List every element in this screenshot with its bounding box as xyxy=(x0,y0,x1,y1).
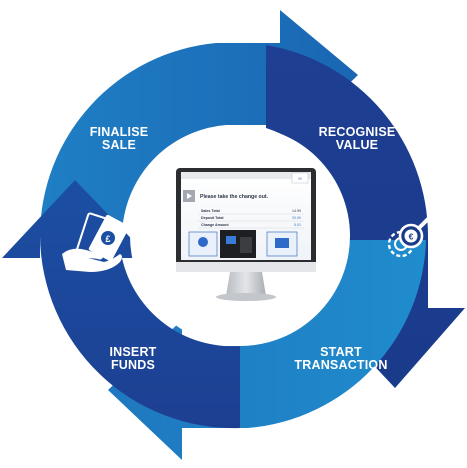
recognise-value-arrow xyxy=(266,45,465,388)
start-label-line2: TRANSACTION xyxy=(294,358,388,372)
screen-row-value: 20.00 xyxy=(292,216,301,220)
svg-text:∞: ∞ xyxy=(298,176,302,182)
finalise-sale-label: FINALISE SALE xyxy=(84,126,154,152)
finalise-label-line2: SALE xyxy=(101,138,137,152)
start-transaction-label: START TRANSACTION xyxy=(286,346,396,372)
insert-label-line1: INSERT xyxy=(109,345,157,359)
coin-magnifier-gear-icon: € xyxy=(387,217,430,258)
screen-message: Please take the change out. xyxy=(200,194,269,200)
screen-row-label: Sales Total xyxy=(201,209,220,213)
recognise-value-label: RECOGNISE VALUE xyxy=(312,126,402,152)
insert-funds-label: INSERT FUNDS xyxy=(98,346,168,372)
insert-funds-arrow xyxy=(2,180,240,429)
monitor: ∞ xyxy=(176,168,316,301)
recognise-label-line2: VALUE xyxy=(335,138,379,152)
recognise-label-line1: RECOGNISE xyxy=(318,125,396,139)
svg-text:€: € xyxy=(409,232,414,242)
start-label-line1: START xyxy=(320,345,362,359)
screen-row-value: 5.01 xyxy=(294,223,301,227)
insert-label-line2: FUNDS xyxy=(110,358,156,372)
screen-row-label: Deposit Total xyxy=(201,216,224,220)
finalise-label-line1: FINALISE xyxy=(89,125,149,139)
monitor-stand xyxy=(226,272,266,296)
svg-text:£: £ xyxy=(105,234,110,244)
screen-row-label: Change Amount xyxy=(201,223,229,227)
hand-cash-icon: £ xyxy=(62,212,130,272)
screen-row-value: 14.99 xyxy=(292,209,301,213)
